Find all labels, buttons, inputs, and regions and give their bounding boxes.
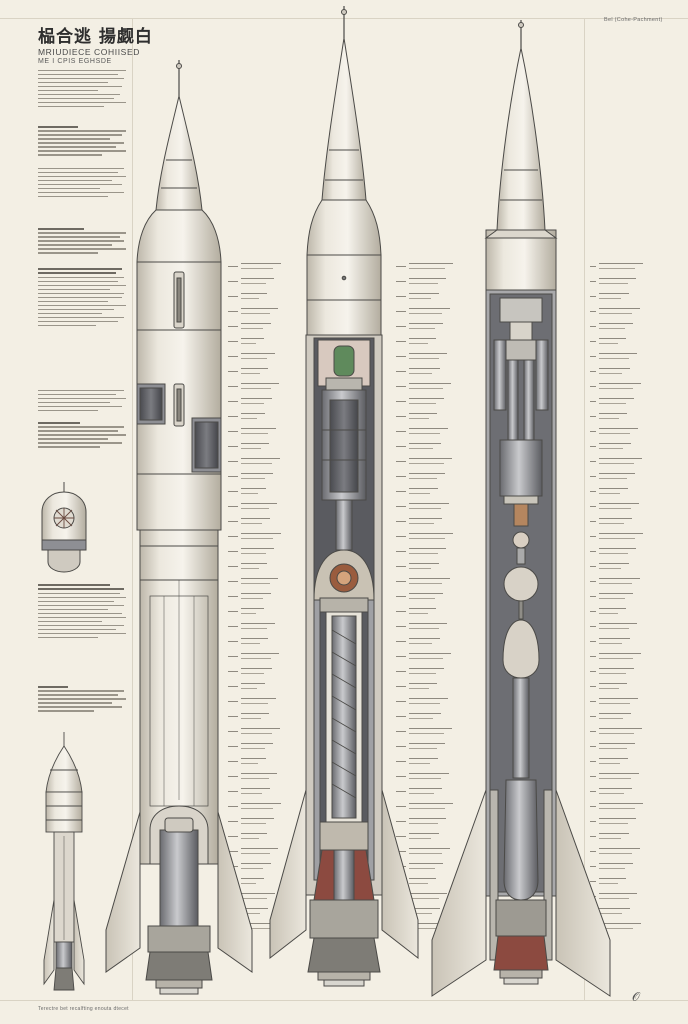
notes-block-9 — [38, 686, 128, 714]
mini-rocket-detail-icon — [43, 732, 85, 991]
notes-block-4 — [38, 228, 128, 256]
notes-block-1 — [38, 70, 128, 110]
capsule-module-detail-icon — [41, 482, 87, 573]
notes-block-8 — [38, 584, 128, 641]
notes-block-6 — [38, 390, 128, 414]
page-subtitle-secondary: ME I CPIS EGHSDE — [38, 58, 112, 65]
notes-block-7 — [38, 422, 128, 450]
notes-block-2 — [38, 126, 128, 158]
rocket-cutaway-icon — [269, 6, 419, 987]
guide-line-right — [584, 18, 585, 1000]
page-title: 榀合逃 揚觑白 — [38, 27, 153, 47]
rocket-section-icon — [431, 20, 611, 997]
corner-note: Bel (Cohe-Pachment) — [604, 17, 663, 23]
rocket-exterior-icon — [105, 60, 253, 995]
page-subtitle: MRIUDIECE COHIISED — [38, 47, 140, 57]
guide-line-bottom — [0, 1000, 688, 1001]
guide-line-left — [132, 18, 133, 1000]
footer-note: Terectre bet recalfting enouta dtecet — [38, 1006, 129, 1012]
signature-mark: 𝒪 — [632, 990, 640, 1004]
notes-block-3 — [38, 168, 128, 200]
notes-block-5 — [38, 268, 128, 329]
